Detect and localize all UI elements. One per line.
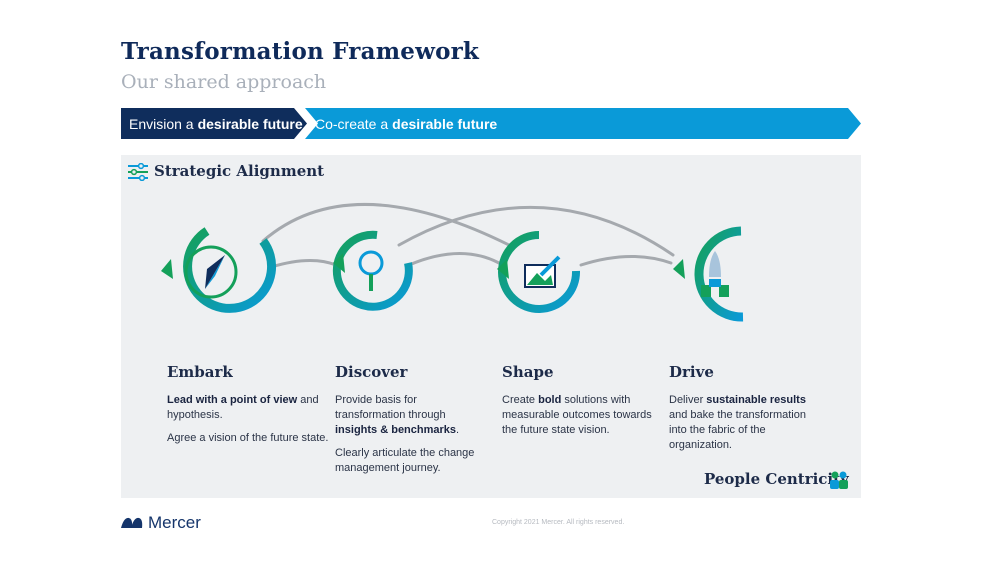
banner-cocreate: Co-create a desirable future — [305, 108, 861, 139]
embark-p2: Agree a vision of the future state. — [167, 432, 329, 444]
embark-p1-bold: Lead with a point of view — [167, 394, 298, 406]
embark-p1-rest: and hypothesis. — [167, 394, 319, 421]
shape-ring — [497, 231, 581, 313]
discover-p1-pre: Provide basis for transformation through — [335, 394, 446, 421]
discover-p1-post: . — [456, 424, 460, 436]
phase-title-discover: Discover — [335, 363, 408, 381]
section-title: Strategic Alignment — [154, 162, 325, 180]
banner-envision-bold: desirable future — [197, 115, 303, 132]
discover-ring — [332, 230, 413, 311]
shape-p1-bold: bold — [538, 394, 562, 406]
phase-title-embark: Embark — [167, 363, 233, 381]
banner-cocreate-bold: desirable future — [392, 115, 498, 132]
banner-envision-prefix: Envision a — [129, 115, 194, 132]
drive-p1-pre: Deliver — [669, 394, 704, 406]
phase-text-embark: Lead with a point of view and hypothesis… — [167, 393, 337, 454]
image-edit-icon — [524, 255, 561, 288]
phase-text-discover: Provide basis for transformation through… — [335, 393, 485, 484]
brand-name: Mercer — [148, 513, 201, 532]
page-subtitle: Our shared approach — [121, 71, 327, 93]
discover-p1-bold: insights & benchmarks — [335, 424, 457, 436]
banner-envision: Envision a desirable future — [121, 108, 307, 139]
page-title: Transformation Framework — [121, 38, 480, 65]
people-icon — [830, 471, 848, 489]
magnifier-icon — [358, 250, 384, 291]
people-centricity-label: People Centricity — [704, 470, 849, 488]
mercer-logo: Mercer — [120, 513, 201, 533]
banner-cocreate-prefix: Co-create a — [315, 115, 389, 132]
compass-icon — [205, 255, 225, 289]
phase-diagram — [161, 202, 744, 322]
rocket-icon — [701, 251, 729, 297]
discover-p2: Clearly articulate the change management… — [335, 447, 475, 474]
mercer-mark-icon — [121, 517, 143, 528]
embark-ring — [161, 227, 277, 313]
drive-ring — [673, 226, 744, 322]
phase-title-shape: Shape — [502, 363, 554, 381]
shape-p1-pre: Create — [502, 394, 536, 406]
drive-p1-bold: sustainable results — [706, 394, 806, 406]
phase-text-drive: Deliver sustainable results and bake the… — [669, 393, 819, 461]
sliders-icon — [128, 163, 148, 181]
drive-p1-post: and bake the transformation into the fab… — [669, 409, 806, 451]
phase-title-drive: Drive — [669, 363, 714, 381]
copyright: Copyright 2021 Mercer. All rights reserv… — [492, 519, 625, 526]
shape-p1-post: solutions with measurable outcomes towar… — [502, 394, 652, 436]
phase-text-shape: Create bold solutions with measurable ou… — [502, 393, 657, 446]
